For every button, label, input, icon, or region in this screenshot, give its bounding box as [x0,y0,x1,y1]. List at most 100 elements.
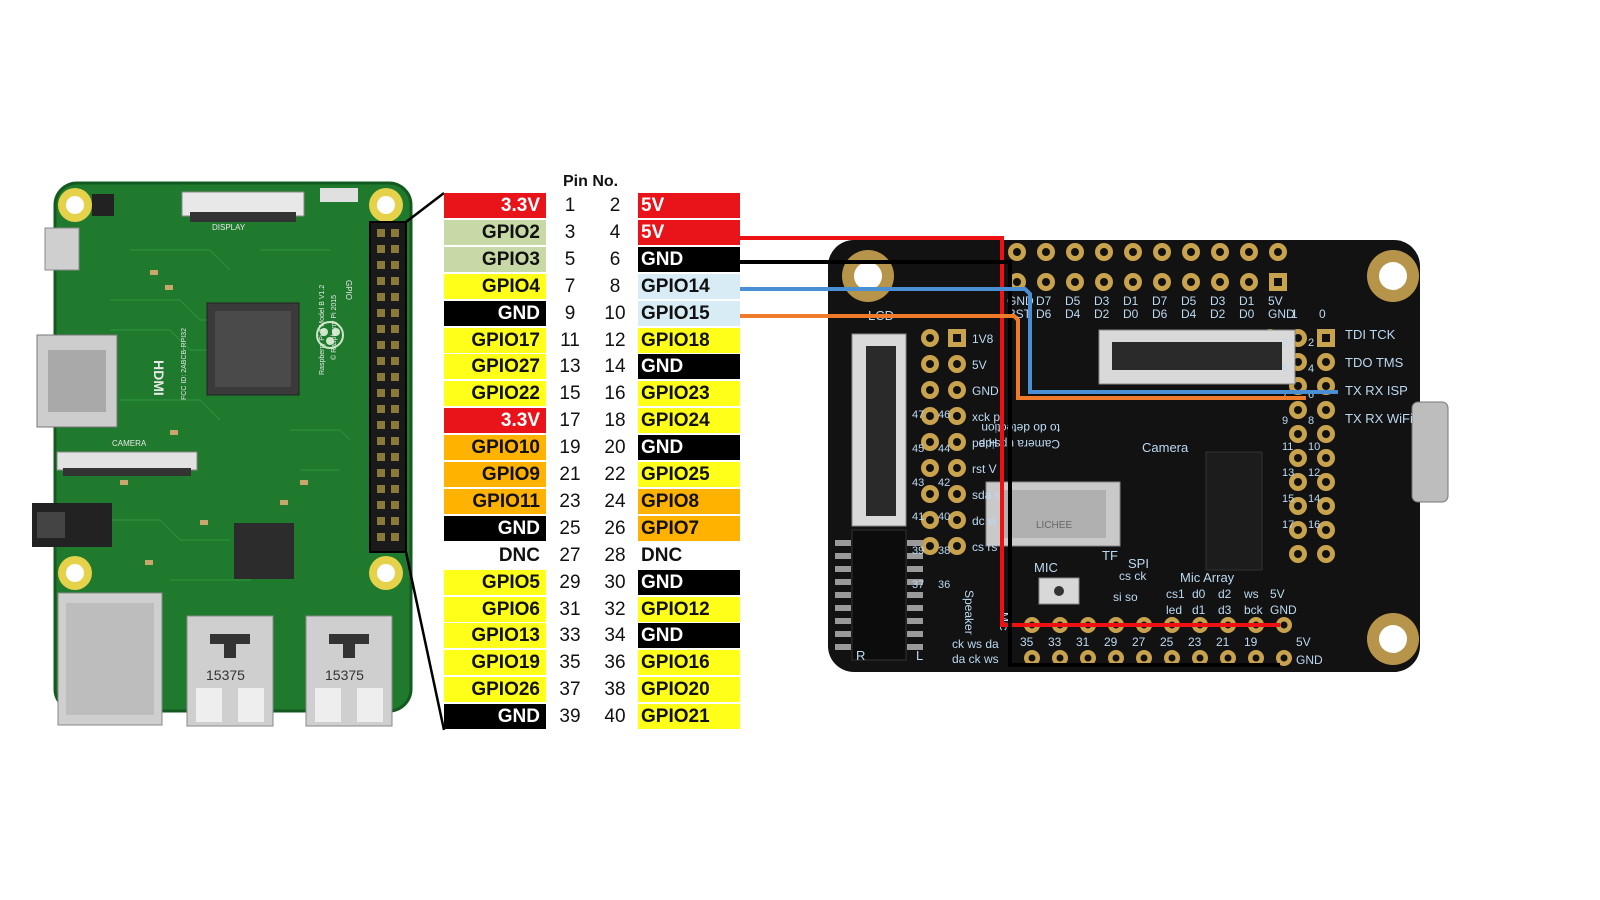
camera-note-2: Camera upside [978,437,1060,451]
side-interface-label: TDI TCK [1345,327,1396,342]
pin-label-13: GPIO27 [444,354,546,380]
mic-array-pin: 5V [1270,587,1285,601]
top-label-a: GND [1007,294,1034,308]
left-signal-label: 1V8 [972,332,994,346]
silk-hdmi: HDMI [151,360,167,396]
pin-number-5: 5 [564,248,576,270]
pin-label-5: GPIO3 [444,246,546,272]
silk-display: DISPLAY [212,223,246,232]
pin-label-25: GND [444,515,546,541]
pin-label-33: GPIO13 [444,623,546,649]
left-pin-number: 46 [938,409,950,421]
right-pin-number: 4 [1308,363,1314,375]
pin-number-1: 1 [564,195,576,216]
pin-number-3: 3 [564,221,576,243]
left-signal-label: 5V [972,358,987,372]
top-label-a: D7 [1152,294,1168,308]
usb-jack-label-2: 15375 [325,667,364,683]
silk-camera: CAMERA [112,439,147,448]
bottom-pin-number: 25 [1160,635,1174,649]
right-pin-number: 8 [1308,415,1314,427]
wire-rx [740,314,1306,400]
pin-number-6: 6 [609,248,621,270]
bottom-pin-number: 27 [1132,635,1146,649]
pin-number-11: 11 [560,329,580,351]
pin-number-21: 21 [559,464,581,485]
pin-label-19: GPIO10 [444,435,546,461]
pin-label-12: GPIO18 [638,327,740,353]
left-pin-number: 38 [938,545,950,557]
pin-label-36: GPIO16 [638,650,740,676]
pin-label-30: GND [638,569,740,595]
bottom-pin-number: 21 [1216,635,1230,649]
pin-number-17: 17 [559,410,581,432]
pin-label-23: GPIO11 [444,488,546,514]
pin-label-7: GPIO4 [444,273,546,299]
pin-number-35: 35 [559,652,581,674]
wire-5v [740,236,1280,627]
bottom-pin-number: 23 [1188,635,1202,649]
pin-number-16: 16 [604,383,626,405]
pin-label-9: GND [444,300,546,326]
left-signal-label: cs rs [972,540,997,554]
tf-label: TF [1102,548,1118,563]
pin-number-20: 20 [604,437,626,459]
right-pin-number: 5 [1282,363,1288,375]
mic-array-pin: d1 [1192,603,1206,617]
mic-array-pin: d2 [1218,587,1232,601]
pin-number-13: 13 [559,356,581,378]
right-pin-number: 11 [1282,441,1293,453]
pin-label-32: GPIO12 [638,596,740,622]
bottom-right-label: 5V [1296,635,1311,649]
silk-copyright: © Raspberry Pi 2015 [330,295,338,360]
mic-array-pin: GND [1270,603,1297,617]
side-interface-label: TX RX WiFi [1345,411,1413,426]
pin-number-24: 24 [604,490,626,512]
right-pin-number: 10 [1308,441,1320,453]
left-pin-number: 47 [912,409,924,421]
side-interface-label: TX RX ISP [1345,383,1408,398]
pin-label-20: GND [638,435,740,461]
pin-label-34: GND [638,623,740,649]
pin-number-4: 4 [609,221,621,243]
top-label-b: D6 [1036,307,1052,321]
pin-number-2: 2 [609,195,621,216]
top-label-a: 5V [1268,294,1283,308]
bottom-pin-number: 31 [1076,635,1090,649]
pin-label-1: 3.3V [444,193,546,218]
pin-number-9: 9 [564,302,576,324]
pin-number-39: 39 [559,706,581,728]
pin-label-27: DNC [444,542,546,568]
pin-number-26: 26 [604,517,626,539]
pin-label-15: GPIO22 [444,381,546,407]
pin-number-40: 40 [604,706,626,728]
left-signal-label: dc w [972,514,997,528]
spi-label: SPI [1128,556,1149,571]
pin-label-24: GPIO8 [638,488,740,514]
pin-label-22: GPIO25 [638,462,740,487]
top-small-label: 0 [1319,307,1326,321]
silk-fcc: FCC ID: 2ABCB-RPI32 [181,328,188,400]
pin-label-2: 5V [638,193,740,218]
left-pin-number: 37 [912,579,924,591]
mic-array-label: Mic Array [1180,570,1235,585]
module-label: LICHEE [1036,520,1072,531]
top-label-b: D4 [1181,307,1197,321]
pin-number-27: 27 [559,544,581,566]
pin-label-18: GPIO24 [638,408,740,434]
pin-number-31: 31 [559,598,581,620]
right-pin-number: 13 [1282,467,1294,479]
mic-array-pin: led [1166,603,1182,617]
wire-gnd [740,260,1280,667]
pin-label-14: GND [638,354,740,380]
pin-label-26: GPIO7 [638,515,740,541]
pin-number-36: 36 [604,652,626,674]
wire-tx [740,287,1338,394]
l-label: L [916,648,923,663]
side-interface-label: TDO TMS [1345,355,1404,370]
camera-label: Camera [1142,440,1189,455]
pin-number-22: 22 [604,464,626,485]
usb-port-icon [186,615,274,727]
